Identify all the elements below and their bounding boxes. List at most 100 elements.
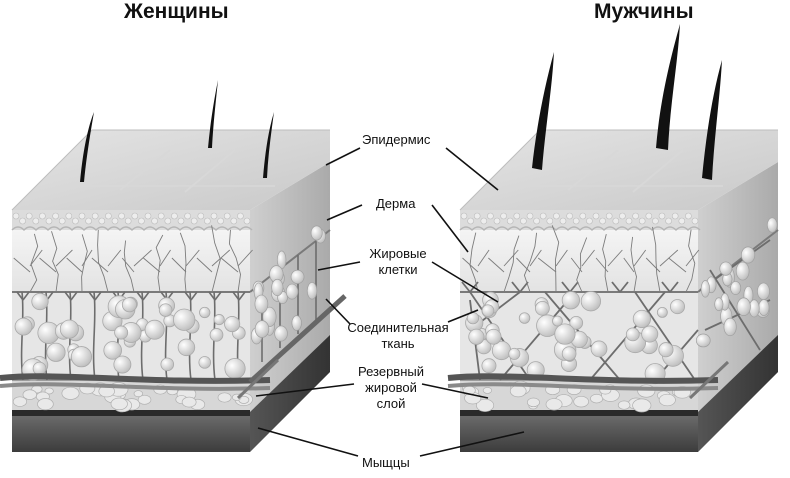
epidermis-cell (460, 212, 468, 220)
fat-cell (271, 278, 284, 297)
epidermis-cell (118, 212, 125, 220)
fat-cell (590, 340, 608, 358)
reserve-fat-cell (110, 397, 128, 411)
epidermis-cell (579, 212, 587, 220)
capillary (555, 249, 568, 267)
capillary (196, 257, 213, 273)
epidermis-cell (685, 212, 692, 220)
fat-cell (535, 300, 550, 316)
fat-cell (158, 303, 173, 317)
epidermis-cell (210, 212, 218, 220)
septum-branch (16, 291, 30, 301)
label-fat-cells-line1: Жировые (369, 246, 427, 261)
men-blood-vessel (447, 373, 719, 384)
fat-cell (262, 306, 277, 328)
capillary (551, 225, 560, 293)
women-hair (208, 80, 218, 148)
capillary (185, 249, 200, 267)
fat-cell (641, 325, 659, 343)
epidermis-cell (138, 217, 145, 225)
epidermis-cell (572, 217, 580, 225)
septum-branch (561, 281, 579, 293)
fat-cell (481, 358, 497, 374)
fat-cell (224, 316, 241, 333)
capillary (529, 249, 542, 267)
reserve-fat-cell (476, 398, 495, 412)
epidermis-cell (546, 217, 554, 225)
capillary (630, 236, 637, 293)
capillary (668, 257, 687, 273)
label-reserve-line2: жировой (365, 380, 417, 395)
fat-cell (290, 269, 305, 284)
leader-reserve-right (421, 383, 489, 399)
epidermis-cell (223, 212, 231, 220)
reserve-fat-cell (526, 397, 540, 408)
capillary (537, 257, 557, 273)
capillary (685, 229, 696, 293)
septum-branch (88, 291, 102, 301)
capillary (228, 229, 241, 293)
leader-epidermis-right (445, 147, 499, 191)
capillary (133, 249, 152, 267)
fat-cell (758, 299, 770, 316)
epidermis-cell (91, 212, 99, 220)
men-capillaries (462, 225, 700, 293)
epidermis-cell (612, 217, 620, 225)
epidermis-cell (177, 217, 185, 225)
epidermis-cell (65, 212, 73, 220)
fat-cell (46, 342, 66, 362)
septum-branch (511, 281, 529, 293)
fat-cell (554, 323, 576, 345)
fat-cell (173, 308, 196, 331)
capillary (477, 249, 490, 267)
capillary (503, 235, 520, 293)
men-skin-block (447, 24, 779, 452)
leader-dermis-right (431, 204, 469, 253)
epidermis-cell (513, 212, 521, 220)
epidermis-cell (72, 217, 79, 225)
capillary (39, 257, 57, 273)
capillary (81, 234, 88, 293)
capillary (581, 249, 595, 267)
fat-cell (714, 297, 724, 312)
epidermis-cell (586, 217, 593, 225)
epidermis-cell (500, 212, 507, 220)
capillary (462, 257, 479, 273)
women-capillaries (13, 225, 253, 293)
capillary (51, 231, 59, 293)
reserve-fat-cell (61, 386, 80, 400)
epidermis-cell (473, 212, 481, 220)
epidermis-cell (217, 217, 224, 225)
epidermis-cell (131, 212, 139, 220)
fat-cell (199, 306, 211, 319)
capillary (155, 234, 164, 293)
fat-cell (736, 297, 751, 317)
epidermis-cell (605, 212, 613, 220)
fat-cell (481, 304, 495, 317)
title-women: Женщины (124, 0, 229, 23)
epidermis-cell (665, 217, 672, 225)
capillary (633, 249, 647, 267)
fat-cell (254, 294, 269, 314)
epidermis-cell (553, 212, 560, 220)
epidermis-cell (164, 217, 172, 225)
epidermis-cell (480, 217, 488, 225)
septum-branch (232, 291, 246, 301)
fat-cell (177, 338, 196, 357)
capillary (171, 257, 187, 273)
label-fat-cells: Жировые клетки (362, 246, 434, 278)
men-muscle-front (460, 416, 698, 452)
fat-cell (254, 320, 270, 338)
capillary (66, 257, 83, 273)
capillary (211, 249, 231, 267)
leader-epidermis-left (325, 147, 361, 166)
fat-cell (468, 328, 485, 345)
epidermis-cell (144, 212, 152, 220)
diagonal-septum (634, 291, 696, 381)
leader-connective-right (447, 309, 479, 323)
septum-branch (208, 291, 222, 301)
fat-cell (658, 342, 674, 358)
fat-cell (485, 328, 502, 345)
epidermis-cell (105, 212, 112, 220)
women-muscle-front (12, 416, 250, 452)
